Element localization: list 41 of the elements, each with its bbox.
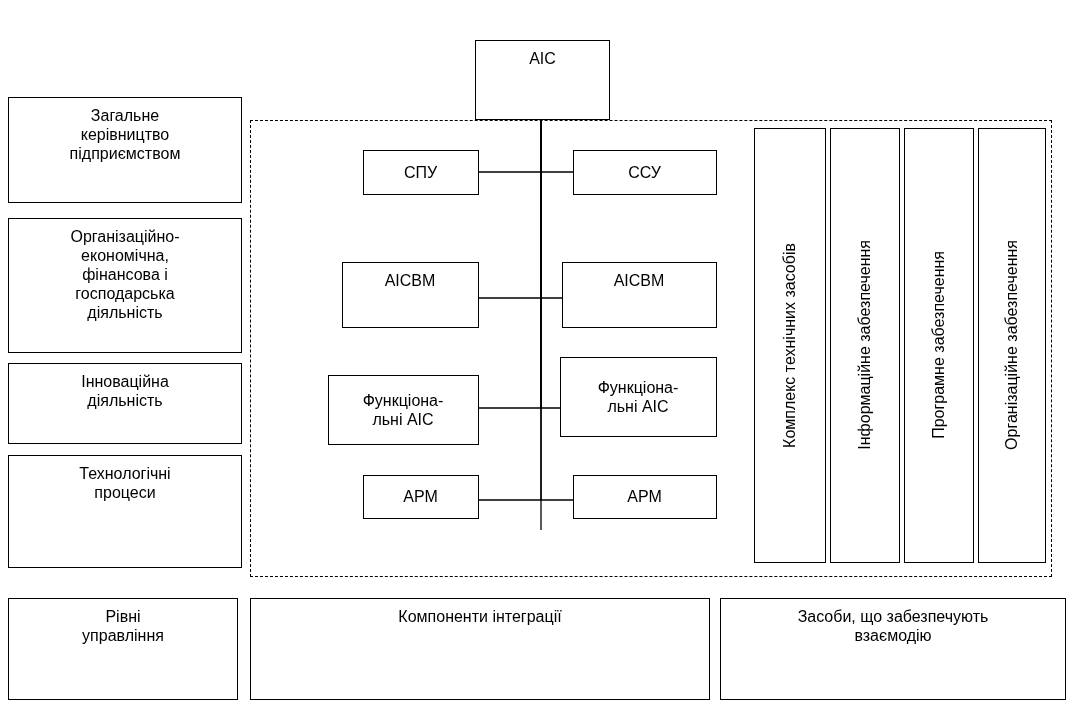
dashed-group-frame: [250, 120, 1052, 577]
box-label: Інформаційне забезпечення: [855, 240, 874, 450]
box-label: ССУ: [628, 162, 661, 182]
process-box: [327, 374, 479, 445]
box-label: Функціона-льні АІС: [596, 377, 680, 416]
process-box: [250, 598, 710, 700]
box-label: Загальне керівництво підприємством: [68, 106, 182, 163]
process-box: [362, 474, 479, 519]
box-label: Організаційне забезпечення: [1002, 240, 1021, 450]
box-label: Програмне забезпечення: [929, 251, 948, 439]
process-box: [572, 149, 717, 195]
process-box: [341, 261, 479, 328]
box-label: АІС: [529, 49, 556, 68]
process-box: [362, 149, 479, 195]
box-label: Технологічні процеси: [78, 464, 172, 502]
box-label: СПУ: [403, 162, 438, 182]
process-box: [8, 363, 242, 444]
box-label: Засоби, що забезпечують взаємодію: [796, 607, 990, 645]
box-label: Функціона-льні АІС: [361, 390, 445, 429]
box-label: АІСВМ: [613, 270, 665, 290]
process-box: [977, 127, 1046, 563]
box-label: АРМ: [403, 487, 438, 506]
process-box: [572, 474, 717, 519]
box-label: Компоненти інтеграції: [398, 607, 562, 626]
box-label: Інноваційна діяльність: [80, 372, 170, 410]
box-label: АРМ: [627, 487, 662, 506]
box-label: Комплекс технічних засобів: [780, 242, 799, 448]
box-label: АІСВМ: [384, 270, 436, 290]
box-label: Організаційно-економічна, фінансова і господарська діяльність: [69, 227, 181, 322]
process-box: [8, 455, 242, 568]
process-box: [753, 127, 826, 563]
process-box: [8, 218, 242, 353]
process-box: [720, 598, 1066, 700]
process-box: [8, 97, 242, 203]
process-box: [559, 356, 717, 437]
process-box: [561, 261, 717, 328]
process-box: [475, 40, 610, 120]
process-box: [829, 127, 900, 563]
process-box: [8, 598, 238, 700]
process-box: [903, 127, 974, 563]
box-label: Рівні управління: [81, 607, 165, 645]
